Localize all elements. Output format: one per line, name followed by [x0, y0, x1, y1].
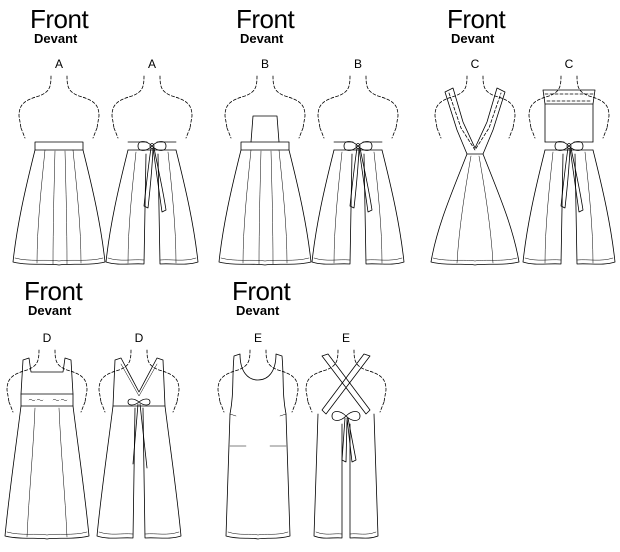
header-front: Front — [24, 276, 83, 306]
header-devant: Devant — [236, 303, 280, 318]
view-label-d-back: D — [134, 331, 144, 345]
view-label-a-back: A — [147, 57, 156, 71]
view-label-e-back: E — [341, 331, 350, 345]
view-b-front — [218, 75, 312, 266]
header-group-5: Front Devant — [232, 276, 291, 318]
view-label-b-front: B — [260, 57, 269, 71]
view-e-back — [305, 349, 387, 539]
header-front: Front — [232, 276, 291, 306]
view-d-back — [96, 349, 182, 539]
header-devant: Devant — [240, 31, 284, 46]
header-group-1: Front Devant — [30, 4, 89, 46]
view-c-front — [430, 75, 520, 266]
header-front: Front — [447, 4, 506, 34]
view-label-c-front: C — [470, 57, 480, 71]
view-label-a-front: A — [54, 57, 63, 71]
header-group-2: Front Devant — [236, 4, 295, 46]
header-devant: Devant — [28, 303, 72, 318]
header-devant: Devant — [451, 31, 495, 46]
header-front: Front — [236, 4, 295, 34]
view-c-back — [522, 75, 616, 265]
header-front: Front — [30, 4, 89, 34]
header-group-4: Front Devant — [24, 276, 83, 318]
view-d-front — [4, 349, 90, 540]
view-label-c-back: C — [564, 57, 574, 71]
view-e-front — [217, 349, 299, 540]
view-a-front — [12, 75, 106, 266]
view-label-d-front: D — [42, 331, 52, 345]
view-a-back — [105, 75, 199, 265]
view-label-b-back: B — [353, 57, 362, 71]
header-group-3: Front Devant — [447, 4, 506, 46]
header-devant: Devant — [34, 31, 78, 46]
view-label-e-front: E — [253, 331, 262, 345]
view-b-back — [311, 75, 405, 265]
